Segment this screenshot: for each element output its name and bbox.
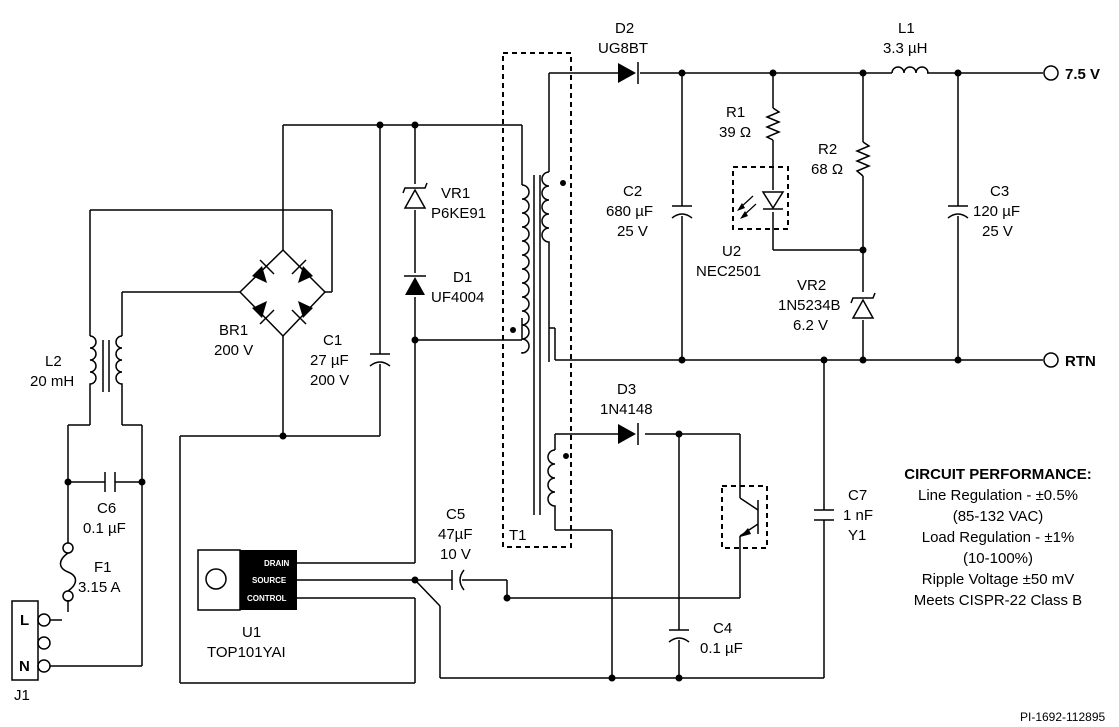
- diode-d3: [618, 423, 639, 445]
- d1-value: UF4004: [431, 289, 484, 306]
- u1-pin-control: CONTROL: [247, 594, 287, 603]
- d2-ref: D2: [615, 20, 634, 37]
- vr2-voltage: 6.2 V: [793, 317, 828, 334]
- optocoupler-transistor: [739, 490, 759, 545]
- resistor-r2: [855, 141, 871, 177]
- transformer-t1-box: [502, 52, 572, 548]
- optocoupler-transistor-box: [721, 485, 768, 549]
- inductor-l2: [89, 335, 123, 395]
- j1-ref: J1: [14, 687, 30, 704]
- u2-value: NEC2501: [696, 263, 761, 280]
- zener-vr2: [850, 292, 876, 319]
- l1-ref: L1: [898, 20, 915, 37]
- d2-value: UG8BT: [598, 40, 648, 57]
- performance-title: CIRCUIT PERFORMANCE:: [904, 466, 1092, 483]
- l2-ref: L2: [45, 353, 62, 370]
- c1-value: 27 µF: [310, 352, 349, 369]
- c2-voltage: 25 V: [617, 223, 648, 240]
- u2-ref: U2: [722, 243, 741, 260]
- j1-pin-n: N: [19, 658, 30, 675]
- f1-value: 3.15 A: [78, 579, 121, 596]
- transformer-t1: [510, 171, 569, 515]
- c6-value: 0.1 µF: [83, 520, 126, 537]
- r1-ref: R1: [726, 104, 745, 121]
- terminal-rtn: [1043, 352, 1059, 368]
- c7-ref: C7: [848, 487, 867, 504]
- c5-value: 47µF: [438, 526, 473, 543]
- performance-line-5: Ripple Voltage ±50 mV: [922, 571, 1075, 588]
- diode-d2: [612, 62, 639, 84]
- c7-value: 1 nF: [843, 507, 873, 524]
- u1-value: TOP101YAI: [207, 644, 286, 661]
- d3-value: 1N4148: [600, 401, 653, 418]
- r1-value: 39 Ω: [719, 124, 751, 141]
- c3-voltage: 25 V: [982, 223, 1013, 240]
- bridge-br1: [239, 249, 326, 337]
- vr1-value: P6KE91: [431, 205, 486, 222]
- u1-ref: U1: [242, 624, 261, 641]
- f1-ref: F1: [94, 559, 112, 576]
- performance-line-3: Load Regulation - ±1%: [922, 529, 1075, 546]
- l1-value: 3.3 µH: [883, 40, 928, 57]
- capacitor-c2: [671, 205, 693, 219]
- capacitor-c6: [104, 472, 116, 492]
- terminal-plus: [1043, 65, 1059, 81]
- performance-line-2: (85-132 VAC): [953, 508, 1044, 525]
- out-rtn-label: RTN: [1065, 353, 1096, 370]
- performance-line-4: (10-100%): [963, 550, 1033, 567]
- capacitor-c5: [451, 569, 465, 591]
- optocoupler-led-box: [732, 166, 789, 230]
- c7-rating: Y1: [848, 527, 866, 544]
- u1-pin-source: SOURCE: [252, 576, 287, 585]
- c1-ref: C1: [323, 332, 342, 349]
- fuse-f1: [59, 542, 77, 602]
- c2-ref: C2: [623, 183, 642, 200]
- c4-value: 0.1 µF: [700, 640, 743, 657]
- c3-ref: C3: [990, 183, 1009, 200]
- out-plus-label: 7.5 V: [1065, 66, 1100, 83]
- l2-value: 20 mH: [30, 373, 74, 390]
- resistor-r1: [765, 107, 781, 141]
- capacitor-c4: [668, 629, 690, 643]
- inductor-l1: [891, 66, 929, 74]
- c5-voltage: 10 V: [440, 546, 471, 563]
- vr2-ref: VR2: [797, 277, 826, 294]
- r2-ref: R2: [818, 141, 837, 158]
- performance-block: CIRCUIT PERFORMANCE: Line Regulation - ±…: [904, 466, 1092, 609]
- c1-voltage: 200 V: [310, 372, 349, 389]
- zener-vr1: [402, 182, 428, 209]
- u1-pin-drain: DRAIN: [264, 559, 290, 568]
- c5-ref: C5: [446, 506, 465, 523]
- capacitor-c1: [369, 353, 391, 367]
- c2-value: 680 µF: [606, 203, 653, 220]
- performance-line-1: Line Regulation - ±0.5%: [918, 487, 1078, 504]
- br1-value: 200 V: [214, 342, 253, 359]
- capacitor-c3: [947, 205, 969, 219]
- c6-ref: C6: [97, 500, 116, 517]
- r2-value: 68 Ω: [811, 161, 843, 178]
- junction-dots: [64, 69, 962, 682]
- optocoupler-led: [737, 191, 785, 219]
- capacitor-c7: [814, 509, 834, 521]
- connector-j1: [11, 600, 51, 681]
- c3-value: 120 µF: [973, 203, 1020, 220]
- vr2-value: 1N5234B: [778, 297, 841, 314]
- j1-pin-l: L: [20, 612, 29, 629]
- t1-ref: T1: [509, 527, 527, 544]
- br1-ref: BR1: [219, 322, 248, 339]
- figure-id: PI-1692-112895: [1020, 710, 1106, 724]
- d1-ref: D1: [453, 269, 472, 286]
- wires: [50, 72, 1043, 684]
- diode-d1: [404, 275, 426, 295]
- vr1-ref: VR1: [441, 185, 470, 202]
- ic-u1: [197, 549, 325, 611]
- d3-ref: D3: [617, 381, 636, 398]
- performance-line-6: Meets CISPR-22 Class B: [914, 592, 1082, 609]
- c4-ref: C4: [713, 620, 732, 637]
